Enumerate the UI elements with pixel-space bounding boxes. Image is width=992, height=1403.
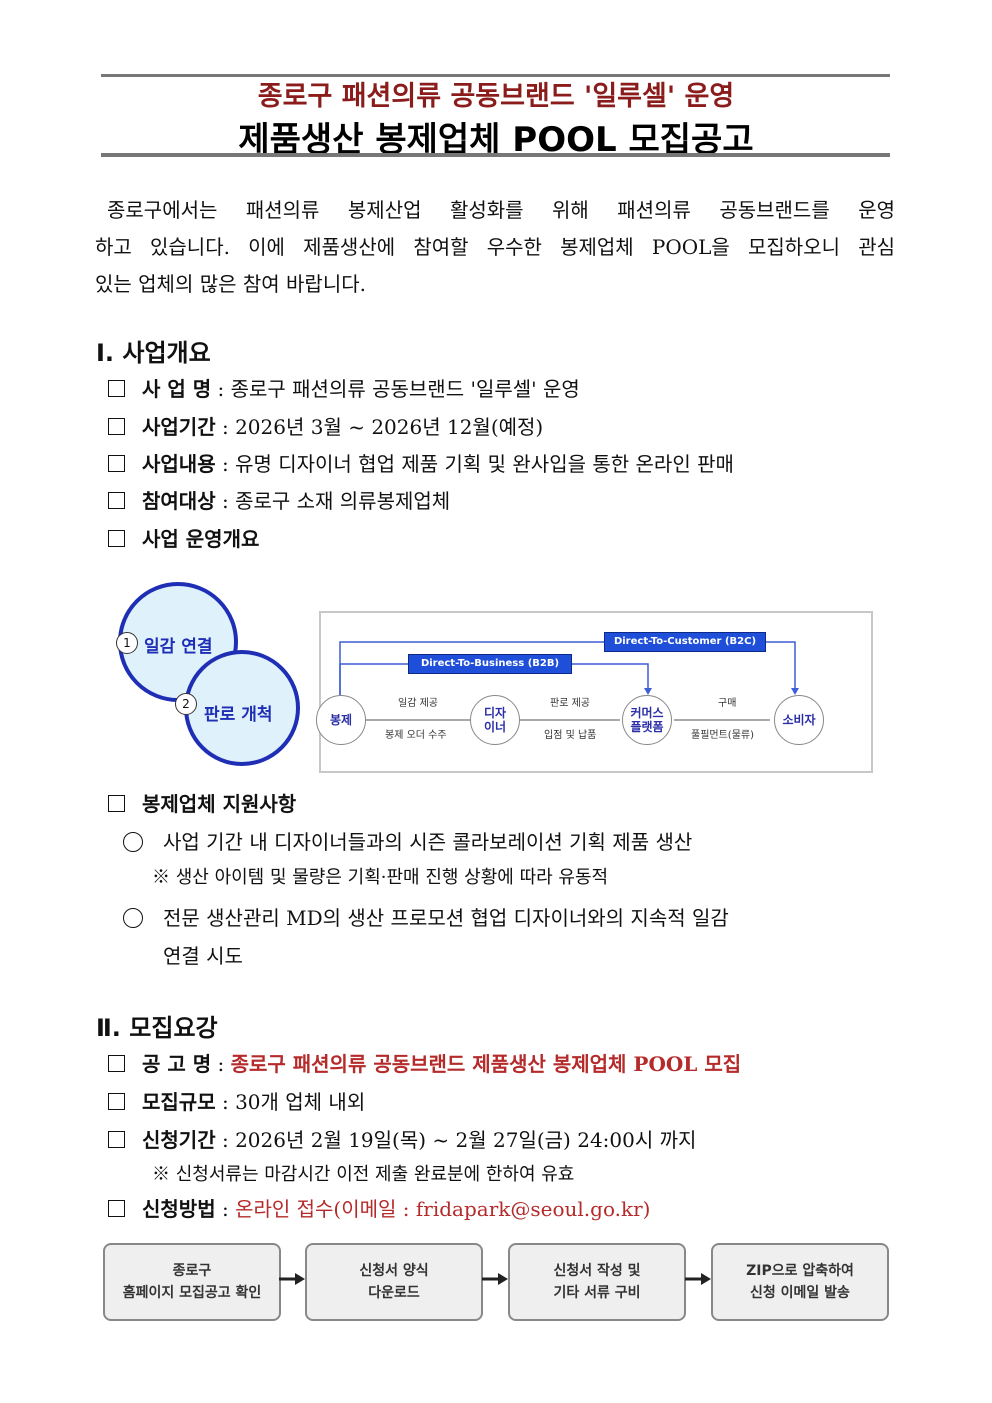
label-fulfillment: 풀필먼트(물류) <box>691 730 755 741</box>
support-item-2-text: 전문 생산관리 MD의 생산 프로모션 협업 디자이너와의 지속적 일감 <box>163 906 729 930</box>
bubble-num-1: 1 <box>116 632 138 654</box>
node-sewing: 봉제 <box>316 695 366 745</box>
row-label: 사업 운영개요 <box>142 527 260 551</box>
business-period-row: 사업기간 : 2026년 3월 ~ 2026년 12월(예정) <box>108 411 543 440</box>
notice-name-row: 공 고 명 : 종로구 패션의류 공동브랜드 제품생산 봉제업체 POOL 모집 <box>108 1048 741 1077</box>
checkbox-icon <box>108 530 125 547</box>
label-sewing-order: 봉제 오더 수주 <box>385 730 447 741</box>
label-work-provide: 일감 제공 <box>398 698 438 709</box>
row-label: 참여대상 <box>142 489 216 513</box>
node-consumer: 소비자 <box>774 695 824 745</box>
intro-paragraph: 종로구에서는 패션의류 봉제산업 활성화를 위해 패션의류 공동브랜드를 운영 … <box>95 192 895 303</box>
checkbox-icon <box>108 1093 125 1110</box>
row-value: : 2026년 2월 19일(목) ~ 2월 27일(금) 24:00시 까지 <box>215 1128 697 1152</box>
row-label: 공 고 명 <box>142 1052 212 1076</box>
apply-method-row: 신청방법 : 온라인 접수(이메일 : fridapark@seoul.go.k… <box>108 1193 650 1222</box>
bubble-label-1: 일감 연결 <box>144 637 213 657</box>
arrow-right-icon <box>279 1273 305 1285</box>
method-value: 온라인 접수(이메일 : fridapark@seoul.go.kr) <box>235 1197 651 1221</box>
checkbox-icon <box>108 455 125 472</box>
checkbox-icon <box>108 1200 125 1217</box>
period-note: ※ 신청서류는 마감시간 이전 제출 완료분에 한하여 유효 <box>152 1164 575 1185</box>
intro-line-2: 하고 있습니다. 이에 제품생산에 참여할 우수한 봉제업체 POOL을 모집하… <box>95 235 895 259</box>
business-content-row: 사업내용 : 유명 디자이너 협업 제품 기획 및 완사입을 통한 온라인 판매 <box>108 448 734 477</box>
row-value: : 30개 업체 내외 <box>215 1090 366 1114</box>
tag-b2b: Direct-To-Business (B2B) <box>408 654 572 674</box>
diagram-lines <box>319 611 873 773</box>
arrow-right-icon <box>482 1273 508 1285</box>
section-1-heading: Ⅰ. 사업개요 <box>96 339 211 367</box>
row-label: 사업내용 <box>142 452 216 476</box>
row-value: : 유명 디자이너 협업 제품 기획 및 완사입을 통한 온라인 판매 <box>215 452 734 476</box>
target-row: 참여대상 : 종로구 소재 의류봉제업체 <box>108 485 450 514</box>
row-sep: : <box>215 1197 236 1221</box>
intro-line-1: 종로구에서는 패션의류 봉제산업 활성화를 위해 패션의류 공동브랜드를 운영 <box>107 198 895 222</box>
row-label: 사 업 명 <box>142 377 212 401</box>
label-purchase: 구매 <box>718 698 737 709</box>
checkbox-icon <box>108 1131 125 1148</box>
top-rule <box>101 74 890 77</box>
section-2-heading: Ⅱ. 모집요강 <box>96 1014 218 1042</box>
notice-value: 종로구 패션의류 공동브랜드 제품생산 봉제업체 POOL 모집 <box>230 1052 742 1076</box>
row-value: : 종로구 소재 의류봉제업체 <box>215 489 451 513</box>
bottom-rule <box>101 153 890 157</box>
row-label: 사업기간 <box>142 415 216 439</box>
apply-period-row: 신청기간 : 2026년 2월 19일(목) ~ 2월 27일(금) 24:00… <box>108 1124 696 1153</box>
checkbox-icon <box>108 380 125 397</box>
row-sep: : <box>211 1052 231 1076</box>
row-value: : 종로구 패션의류 공동브랜드 '일루셀' 운영 <box>211 377 580 401</box>
operation-diagram: 1 일감 연결 2 판로 개척 Direct-To-Customer (B2C)… <box>100 580 890 780</box>
row-label: 모집규모 <box>142 1090 216 1114</box>
tag-b2c: Direct-To-Customer (B2C) <box>604 632 766 652</box>
support-item-2: 전문 생산관리 MD의 생산 프로모션 협업 디자이너와의 지속적 일감 <box>123 902 729 931</box>
title-line-1: 종로구 패션의류 공동브랜드 '일루셀' 운영 <box>257 81 735 112</box>
checkbox-icon <box>108 418 125 435</box>
support-item-1-text: 사업 기간 내 디자이너들과의 시즌 콜라보레이션 기획 제품 생산 <box>163 830 693 854</box>
checkbox-icon <box>108 795 125 812</box>
label-delivery: 입점 및 납품 <box>544 730 597 741</box>
checkbox-icon <box>108 1055 125 1072</box>
business-name-row: 사 업 명 : 종로구 패션의류 공동브랜드 '일루셀' 운영 <box>108 373 580 402</box>
row-value: : 2026년 3월 ~ 2026년 12월(예정) <box>215 415 544 439</box>
operation-overview-row: 사업 운영개요 <box>108 523 259 552</box>
support-label: 봉제업체 지원사항 <box>142 792 297 816</box>
circle-bullet-icon <box>123 832 143 852</box>
intro-line-3: 있는 업체의 많은 참여 바랍니다. <box>95 272 366 296</box>
support-item-2-continued: 연결 시도 <box>163 944 243 968</box>
bubble-label-2: 판로 개척 <box>204 705 273 725</box>
arrow-right-icon <box>685 1273 711 1285</box>
circle-bullet-icon <box>123 908 143 928</box>
recruit-scale-row: 모집규모 : 30개 업체 내외 <box>108 1086 365 1115</box>
bubble-num-2: 2 <box>175 693 197 715</box>
support-note: ※ 생산 아이템 및 물량은 기획·판매 진행 상황에 따라 유동적 <box>152 867 609 888</box>
row-label: 신청기간 <box>142 1128 216 1152</box>
support-row: 봉제업체 지원사항 <box>108 788 296 817</box>
label-channel-provide: 판로 제공 <box>550 698 590 709</box>
checkbox-icon <box>108 492 125 509</box>
row-label: 신청방법 <box>142 1197 216 1221</box>
support-item-1: 사업 기간 내 디자이너들과의 시즌 콜라보레이션 기획 제품 생산 <box>123 826 692 855</box>
